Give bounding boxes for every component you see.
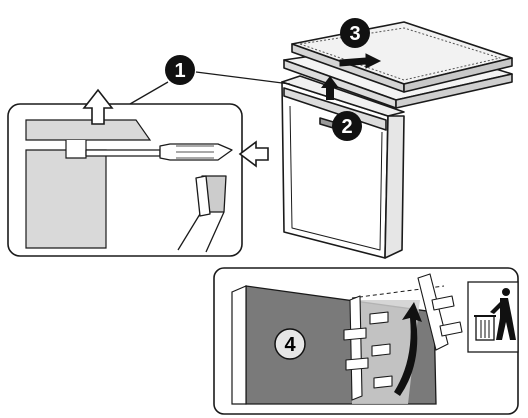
- step-2-number: 2: [341, 116, 352, 138]
- trash-bin-icon: [468, 282, 518, 352]
- step-3-badge: 3: [340, 18, 370, 48]
- step-1-badge: 1: [165, 55, 195, 85]
- step-3-number: 3: [349, 23, 360, 45]
- step-2-badge: 2: [332, 111, 362, 141]
- step-4-badge: 4: [275, 329, 305, 359]
- push-arrow-icon: [240, 142, 268, 166]
- strip-removal-detail-panel: 4: [214, 268, 518, 414]
- leader-lines: [130, 72, 290, 104]
- step-4-number: 4: [284, 334, 296, 356]
- step-1-number: 1: [174, 60, 185, 82]
- screwdriver-detail-panel: [8, 90, 268, 256]
